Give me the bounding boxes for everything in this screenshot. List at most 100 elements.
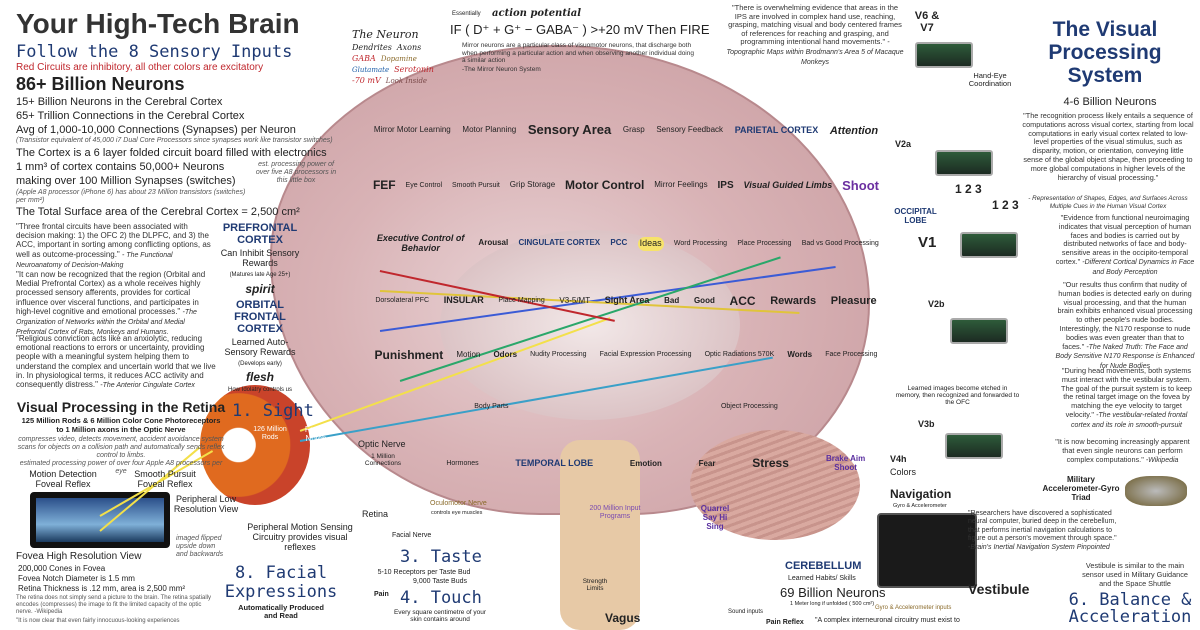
quarrel-label: Quarrel Say Hi Sing	[700, 504, 730, 531]
retina-sub2: to 1 Million axons in the Optic Nerve	[56, 425, 186, 434]
stress-label: Stress	[752, 456, 789, 471]
v2b-label: V2b	[928, 299, 945, 309]
stat-avg: Avg of 1,000-10,000 Connections (Synapse…	[16, 124, 296, 136]
ofc-label: ORBITAL FRONTAL CORTEX	[234, 298, 286, 335]
sensory-area-label: Sensory Area	[527, 122, 612, 138]
quote-source: -Wikipedia	[1145, 456, 1179, 464]
eye-image	[200, 385, 310, 505]
place-mapping-label: Place Mapping	[498, 297, 545, 305]
neuron-title: The Neuron	[352, 28, 419, 41]
ips-quote: "There is overwhelming evidence that are…	[725, 3, 905, 67]
sense-facial: 8. Facial Expressions	[224, 563, 338, 602]
gaba-label: GABA	[352, 54, 376, 63]
fef-label: FEF	[372, 178, 396, 193]
brake-aim-shoot-label: Brake Aim Shoot	[825, 454, 866, 472]
navigation-title: Navigation	[890, 487, 952, 501]
fovea-view-label: Fovea High Resolution View	[16, 551, 142, 562]
vestibule-note: Vestibule is similar to the main sensor …	[1082, 561, 1188, 588]
visual-system-title: The Visual Processing System	[1048, 18, 1162, 88]
retina-note: The retina does not simply send a pictur…	[16, 595, 211, 615]
words-label: Words	[787, 349, 813, 359]
word-processing-label: Word Processing	[673, 239, 728, 247]
acc-label: ACC	[729, 293, 756, 308]
flesh-label: flesh	[245, 370, 274, 385]
action-potential-label: action potential	[492, 8, 582, 19]
numbers-label-2: 1 2 3	[992, 198, 1019, 212]
ips-label: IPS	[717, 180, 734, 192]
bad-label: Bad	[664, 295, 680, 305]
quote-religion: "Religious conviction acts like an anxio…	[16, 334, 216, 390]
monitor-image	[30, 492, 170, 548]
retina-power: estimated processing power of over four …	[19, 460, 223, 475]
gyro-triad-image	[1125, 476, 1187, 506]
page-subtitle: Follow the 8 Sensory Inputs	[16, 42, 293, 62]
odors-label: Odors	[493, 349, 518, 359]
graphics-card-v2b	[950, 318, 1008, 344]
numbers-label: 1 2 3	[955, 182, 982, 196]
gyro-box-image	[877, 513, 977, 588]
quote-source: - The Functional Neuroanatomy of Decisio…	[16, 251, 173, 269]
retina-title: Visual Processing in the Retina	[16, 399, 226, 415]
proprioception-label: Proprioception	[760, 543, 832, 554]
quote-source: -The vestibular-related frontal cortex a…	[1071, 411, 1188, 429]
cerebellum-title: CEREBELLUM	[785, 560, 862, 572]
facial-nerve-label: Facial Nerve	[392, 532, 432, 539]
quote-frontal: "Three frontal circuits have been associ…	[16, 222, 216, 270]
v4h-label: V4h	[890, 454, 907, 464]
sense-sight: 1. Sight	[232, 401, 314, 421]
sense-balance: 6. Balance & Acceleration	[1068, 590, 1192, 627]
thickness-label: Retina Thickness is .12 mm, area is 2,50…	[18, 584, 186, 593]
bad-good-label: Bad vs Good Processing	[801, 239, 879, 247]
navigation-sub: Gyro & Accelerometer	[893, 503, 947, 509]
sense-taste: 3. Taste	[400, 547, 482, 567]
graphics-card-v2a	[935, 150, 993, 176]
parietal-label: PARIETAL CORTEX	[734, 124, 819, 135]
peripheral-view-label: Peripheral Low Resolution View	[173, 494, 239, 514]
visual-quote-4: "During head movements, both systems mus…	[1058, 366, 1195, 431]
brain-regions: Mirror Motor Learning Motor Planning Sen…	[372, 106, 880, 428]
v1-label: V1	[918, 234, 937, 251]
visual-quote-5: "It is now becoming increasingly apparen…	[1050, 437, 1195, 465]
cones-label: 200,000 Cones in Fovea	[18, 564, 106, 573]
military-gyro-label: Military Accelerometer-Gyro Triad	[1042, 475, 1120, 502]
mv-label: -70 mV	[352, 76, 381, 85]
cerebellum-note: 1 Meter long if unfolded ( 500 cm²)	[790, 601, 875, 607]
pcc-label: PCC	[610, 238, 628, 248]
pleasure-label: Pleasure	[830, 295, 877, 308]
page-title: Your High-Tech Brain	[16, 8, 300, 39]
retina-note2: "It is now clear that even fairly innocu…	[16, 618, 180, 624]
face-processing-label: Face Processing	[825, 351, 878, 359]
motion-detection-label: Motion Detection Foveal Reflex	[29, 469, 97, 489]
quote-text: "There is overwhelming evidence that are…	[728, 3, 902, 47]
hand-eye-label: Hand-Eye Coordination	[968, 71, 1012, 89]
glutamate-label: Glutamate	[352, 65, 390, 74]
visual-quote-3: "Our results thus confirm that nudity of…	[1055, 280, 1195, 372]
taste-sub1: 5-10 Receptors per Taste Bud	[377, 569, 471, 576]
quote-text: "Our results thus confirm that nudity of…	[1057, 280, 1193, 351]
touch-sub: Every square centimetre of your skin con…	[393, 609, 487, 624]
fear-label: Fear	[698, 458, 716, 468]
rewards-label: Rewards	[770, 295, 817, 308]
body-parts-label: Body Parts	[474, 402, 509, 410]
quote-source: -Brain's Inertial Navigation System Pinp…	[968, 543, 1110, 551]
notch-label: Fovea Notch Diameter is 1.5 mm	[18, 574, 135, 583]
fovea-notch-label: Fovea Notch	[304, 425, 328, 443]
quote-text: "Evidence from functional neuroimaging i…	[1055, 213, 1192, 266]
place-processing-label: Place Processing	[737, 239, 792, 247]
optic-nerve-label: Optic Nerve	[358, 439, 406, 449]
cingulate-label: CINGULATE CORTEX	[518, 238, 601, 248]
temporal-label: TEMPORAL LOBE	[515, 458, 594, 469]
look-inside-label: Look Inside	[385, 76, 428, 85]
v2a-label: V2a	[895, 139, 912, 149]
colors-label: Colors	[890, 467, 917, 477]
taste-sub2: 9,000 Taste Buds	[413, 578, 467, 585]
nudity-label: Nudity Processing	[530, 351, 587, 359]
motion-label: Motion	[456, 349, 481, 359]
mirror-motor-label: Mirror Motor Learning	[373, 125, 451, 135]
rods-label: 126 Million Rods	[253, 426, 287, 441]
mirror-neuron-source: -The Mirror Neuron System	[462, 66, 541, 73]
stat-cortex-neurons: 15+ Billion Neurons in the Cerebral Cort…	[16, 96, 223, 108]
neuron-count: 86+ Billion Neurons	[16, 74, 185, 94]
visual-quote-2: "Evidence from functional neuroimaging i…	[1055, 213, 1195, 278]
visual-neurons: 4-6 Billion Neurons	[1063, 96, 1157, 108]
